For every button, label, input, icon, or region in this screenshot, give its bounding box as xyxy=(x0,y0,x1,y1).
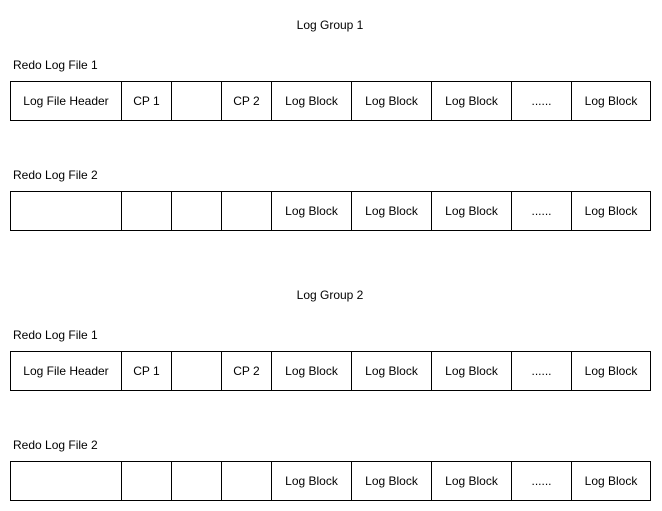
log-block-cell: Log Block xyxy=(571,462,650,500)
group-title: Log Group 2 xyxy=(296,288,364,302)
file-label: Redo Log File 2 xyxy=(13,168,98,182)
checkpoint-cell: CP 2 xyxy=(221,352,271,390)
empty-cell xyxy=(121,462,171,500)
log-block-cell: Log Block xyxy=(431,82,511,120)
empty-cell xyxy=(11,462,121,500)
file-label: Redo Log File 1 xyxy=(13,328,98,342)
file-label: Redo Log File 2 xyxy=(13,438,98,452)
ellipsis-cell: ...... xyxy=(511,462,571,500)
empty-cell xyxy=(171,192,221,230)
log-block-cell: Log Block xyxy=(351,352,431,390)
log-block-cell: Log Block xyxy=(271,82,351,120)
empty-cell xyxy=(221,192,271,230)
log-block-cell: Log Block xyxy=(271,192,351,230)
log-block-cell: Log Block xyxy=(351,462,431,500)
log-block-cell: Log Block xyxy=(431,462,511,500)
file-label: Redo Log File 1 xyxy=(13,58,98,72)
empty-cell xyxy=(171,352,221,390)
log-file-header-cell: Log File Header xyxy=(23,364,109,378)
log-block-cell: Log Block xyxy=(571,82,650,120)
log-block-cell: Log Block xyxy=(571,192,650,230)
empty-cell xyxy=(11,192,121,230)
log-block-cell: Log Block xyxy=(351,82,431,120)
redo-log-file-row: Log File Header CP 1 CP 2 Log Block Log … xyxy=(10,351,651,391)
checkpoint-cell: CP 1 xyxy=(121,82,171,120)
ellipsis-cell: ...... xyxy=(511,352,571,390)
empty-cell xyxy=(221,462,271,500)
redo-log-file-row: Log Block Log Block Log Block ...... Log… xyxy=(10,191,651,231)
log-block-cell: Log Block xyxy=(431,192,511,230)
ellipsis-cell: ...... xyxy=(511,82,571,120)
redo-log-file-row: Log File Header CP 1 CP 2 Log Block Log … xyxy=(10,81,651,121)
checkpoint-cell: CP 2 xyxy=(221,82,271,120)
empty-cell xyxy=(171,462,221,500)
log-block-cell: Log Block xyxy=(271,462,351,500)
log-file-header-cell: Log File Header xyxy=(23,94,109,108)
redo-log-file-row: Log Block Log Block Log Block ...... Log… xyxy=(10,461,651,501)
log-block-cell: Log Block xyxy=(351,192,431,230)
group-title: Log Group 1 xyxy=(296,18,364,32)
log-block-cell: Log Block xyxy=(431,352,511,390)
empty-cell xyxy=(121,192,171,230)
checkpoint-cell: CP 1 xyxy=(121,352,171,390)
log-block-cell: Log Block xyxy=(271,352,351,390)
empty-cell xyxy=(171,82,221,120)
log-block-cell: Log Block xyxy=(571,352,650,390)
ellipsis-cell: ...... xyxy=(511,192,571,230)
